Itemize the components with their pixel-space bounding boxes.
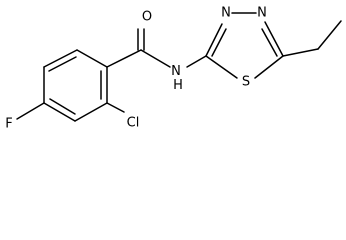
sulfur-label: S [242,75,250,90]
bond-ring-4-inner [49,98,76,115]
thiadiazole-n4-label: N [257,6,267,21]
thiadiazole-ring [205,12,284,79]
benzene-ring [43,49,108,122]
chlorine-label: Cl [127,116,140,131]
bond-c5-ch2 [282,48,319,57]
bond-ch2-ch3 [317,20,342,50]
bond-c-cl [106,102,125,113]
amide-h-text: H [173,78,183,93]
amide-nitrogen-label: N H [171,64,185,93]
bond-c2-n3-inner [211,28,227,57]
fluorine-label: F [5,117,12,132]
thiadiazole-n3-label: N [221,6,231,21]
chemical-structure: O N H N N S Cl F [5,6,342,132]
amide-n-text: N [171,64,181,79]
bond-ring-1 [76,49,108,68]
bond-ring-4 [43,102,76,122]
bond-n-thiadiazole [186,55,207,68]
bond-ring-2-inner [48,56,77,72]
bond-carbonyl-n [140,49,171,68]
bond-ring-5 [74,102,108,122]
bond-s-c2 [205,55,238,79]
bond-c-f [16,102,45,120]
bond-n4-c5 [264,21,284,57]
bond-c2-n3 [205,23,223,57]
oxygen-label: O [142,10,152,25]
bond-c5-s [254,55,284,79]
bond-ring-2 [43,49,78,68]
bond-ring-carbonyl [106,49,142,68]
bond-n4-c5-inner [261,28,278,57]
